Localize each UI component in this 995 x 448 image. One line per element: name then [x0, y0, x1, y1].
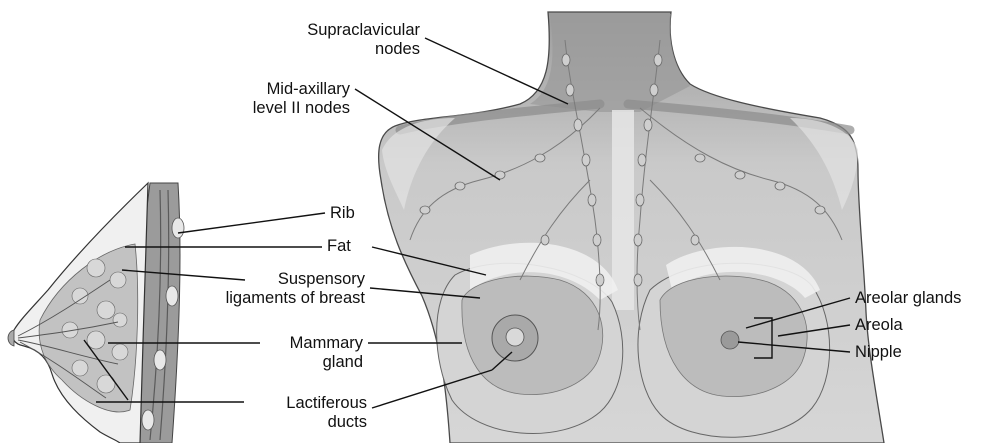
label-fat: Fat — [327, 237, 351, 256]
rib-cross-section — [154, 350, 166, 370]
label-suspensory-ligaments: Suspensory ligaments of breast — [200, 270, 365, 308]
label-line: Nipple — [855, 343, 902, 362]
label-line: Areola — [855, 316, 903, 335]
breast-sagittal-section — [8, 183, 184, 443]
label-mid-axillary-nodes: Mid-axillary level II nodes — [195, 80, 350, 118]
label-areolar-glands: Areolar glands — [855, 289, 961, 308]
torso-front-view — [379, 12, 884, 443]
label-line: Lactiferous — [245, 394, 367, 413]
nipple-side — [8, 330, 14, 346]
label-line: level II nodes — [195, 99, 350, 118]
label-line: Rib — [330, 204, 355, 223]
rib-cross-section — [172, 218, 184, 238]
rib-cross-section — [166, 286, 178, 306]
label-mammary-gland: Mammary gland — [255, 334, 363, 372]
label-line: ducts — [245, 413, 367, 432]
rib-cross-section — [142, 410, 154, 430]
label-line: nodes — [265, 40, 420, 59]
sternum — [612, 110, 634, 310]
label-line: Supraclavicular — [265, 21, 420, 40]
label-lactiferous-ducts: Lactiferous ducts — [245, 394, 367, 432]
label-supraclavicular-nodes: Supraclavicular nodes — [265, 21, 420, 59]
label-line: Areolar glands — [855, 289, 961, 308]
label-line: Mid-axillary — [195, 80, 350, 99]
label-line: Mammary — [255, 334, 363, 353]
label-line: gland — [255, 353, 363, 372]
label-line: ligaments of breast — [200, 289, 365, 308]
label-areola: Areola — [855, 316, 903, 335]
leader-rib — [178, 213, 325, 233]
label-rib: Rib — [330, 204, 355, 223]
label-line: Suspensory — [200, 270, 365, 289]
label-line: Fat — [327, 237, 351, 256]
left-breast — [437, 243, 623, 434]
label-nipple: Nipple — [855, 343, 902, 362]
